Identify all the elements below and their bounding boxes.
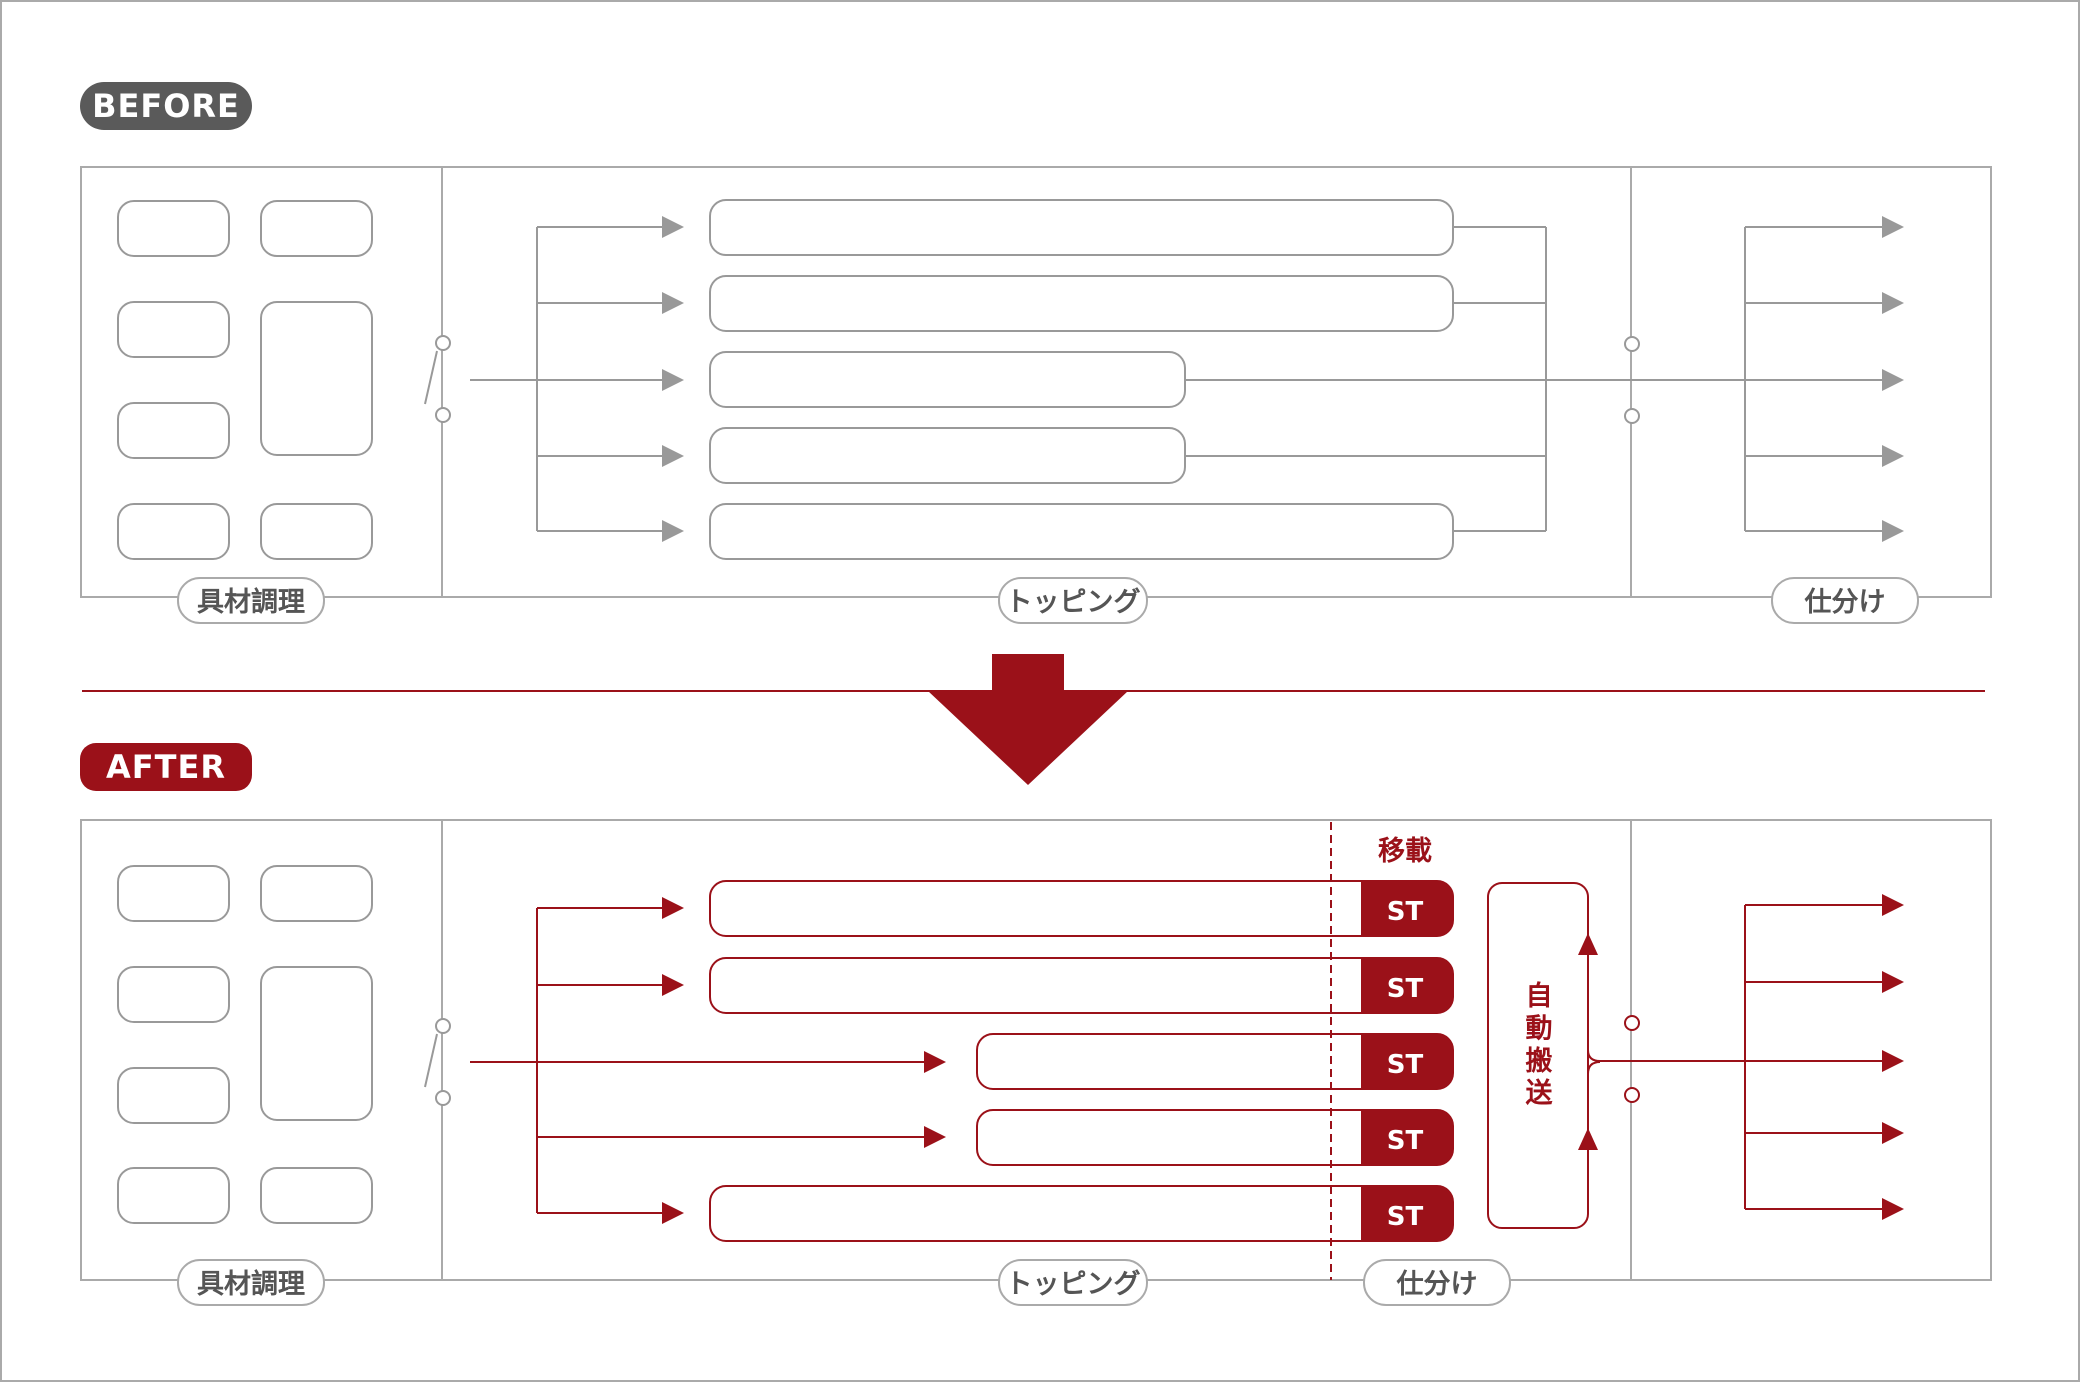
after-sorting-lines — [1678, 904, 1890, 1210]
topping-lane — [709, 427, 1186, 484]
topping-lane — [709, 503, 1454, 560]
after-section: AFTER — [80, 743, 1992, 1306]
after-badge-label: AFTER — [106, 748, 226, 786]
before-topping-label: トッピング — [1006, 586, 1141, 618]
before-topping-lines — [470, 226, 665, 532]
down-arrow-icon — [928, 691, 1128, 785]
before-prep-pill — [177, 577, 325, 624]
before-topping-pill — [998, 577, 1148, 624]
auto-transport-lines — [1587, 950, 1678, 1145]
before-badge-label: BEFORE — [92, 87, 240, 125]
prep-box — [117, 503, 230, 560]
after-prep-label: 具材調理 — [197, 1268, 305, 1300]
before-badge — [80, 82, 252, 130]
down-arrow-stem — [992, 654, 1064, 694]
before-sorting-lines — [1744, 226, 1890, 532]
st-station — [1361, 881, 1453, 936]
st-label: ST — [1387, 897, 1424, 927]
topping-lane — [709, 199, 1454, 256]
auto-transport-label: 自動搬送 — [1526, 980, 1553, 1109]
prep-box — [117, 200, 230, 257]
topping-lane — [709, 880, 1454, 937]
after-topping-pill — [998, 1259, 1148, 1306]
after-topping-lanes — [709, 880, 1454, 1242]
before-switch-right-icon — [1624, 336, 1640, 424]
st-station — [1361, 958, 1453, 1013]
transition-arrow — [82, 654, 1985, 785]
st-label: ST — [1387, 1050, 1424, 1080]
before-frame — [80, 166, 1992, 598]
topping-lane — [709, 275, 1454, 332]
after-switch-icon — [424, 1018, 451, 1106]
prep-box — [117, 301, 230, 358]
st-station — [1361, 1034, 1453, 1089]
before-switch-icon — [424, 335, 451, 423]
prep-box-tall — [260, 301, 373, 456]
before-sorting-pill — [1771, 577, 1919, 624]
after-input-arrows — [662, 897, 946, 1224]
auto-transport-arrows — [1578, 933, 1598, 1150]
before-input-arrows — [662, 216, 684, 542]
prep-box — [260, 503, 373, 560]
before-sorting-label: 仕分け — [1804, 587, 1886, 618]
after-sorting-pill — [1363, 1259, 1511, 1306]
after-prep-pill — [177, 1259, 325, 1306]
prep-box — [260, 1167, 373, 1224]
st-label: ST — [1387, 974, 1424, 1004]
after-badge — [80, 743, 252, 791]
st-label: ST — [1387, 1126, 1424, 1156]
before-merge-lines — [1185, 226, 1890, 532]
st-station — [1361, 1186, 1453, 1241]
topping-lane — [709, 1185, 1454, 1242]
topping-lane — [709, 351, 1186, 408]
before-prep-label: 具材調理 — [197, 586, 305, 618]
before-output-arrows — [1882, 216, 1904, 542]
after-prep-stations — [117, 865, 373, 1224]
before-prep-stations — [117, 200, 373, 560]
after-sorting-label: 仕分け — [1396, 1269, 1478, 1300]
prep-box — [117, 1167, 230, 1224]
after-switch-right-icon — [1624, 1015, 1640, 1103]
st-labels: ST ST ST ST ST — [1387, 897, 1424, 1232]
after-topping-lines — [470, 907, 930, 1214]
after-topping-label: トッピング — [1006, 1268, 1141, 1300]
before-section: BEFORE — [80, 82, 1992, 624]
st-station — [1361, 1110, 1453, 1165]
prep-box — [117, 1067, 230, 1124]
topping-lane — [709, 957, 1454, 1014]
after-output-arrows — [1882, 894, 1904, 1220]
prep-box — [260, 865, 373, 922]
after-frame — [80, 819, 1992, 1281]
prep-box — [117, 402, 230, 459]
prep-box — [117, 865, 230, 922]
prep-box-tall — [260, 966, 373, 1121]
transfer-label: 移載 — [1378, 836, 1432, 867]
st-label: ST — [1387, 1202, 1424, 1232]
prep-box — [117, 966, 230, 1023]
prep-box — [260, 200, 373, 257]
